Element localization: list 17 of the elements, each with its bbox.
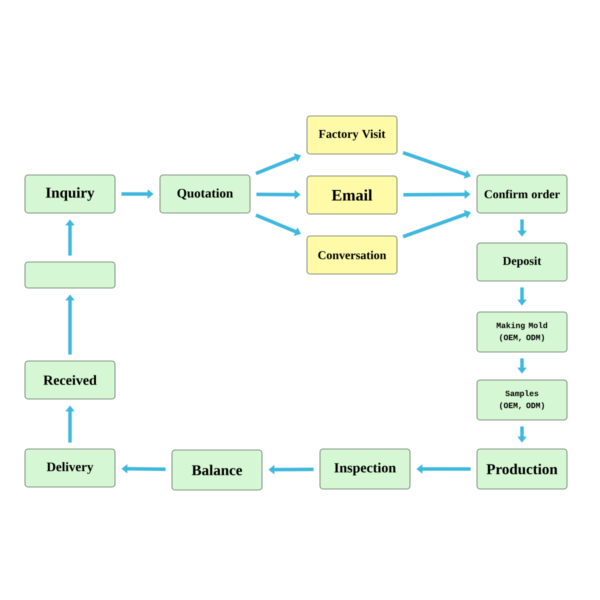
process-box: Confirm order xyxy=(476,174,568,214)
process-box: Inquiry xyxy=(24,174,116,214)
process-box: Making Mold (OEM, ODM) xyxy=(476,312,568,352)
arrow xyxy=(402,210,471,238)
process-box: Balance xyxy=(172,450,262,490)
process-box: Conversation xyxy=(306,236,398,274)
process-box: Email xyxy=(306,176,398,214)
process-box: Quotation xyxy=(160,174,250,214)
process-box: Production xyxy=(476,448,568,490)
empty-box xyxy=(24,262,116,288)
arrow xyxy=(255,153,301,176)
process-box: Received xyxy=(24,360,116,400)
process-box: Factory Visit xyxy=(306,116,398,154)
process-box: Delivery xyxy=(24,448,116,488)
process-box: Samples (OEM, ODM) xyxy=(476,380,568,420)
process-box: Inspection xyxy=(320,448,410,490)
process-box: Deposit xyxy=(476,242,568,282)
